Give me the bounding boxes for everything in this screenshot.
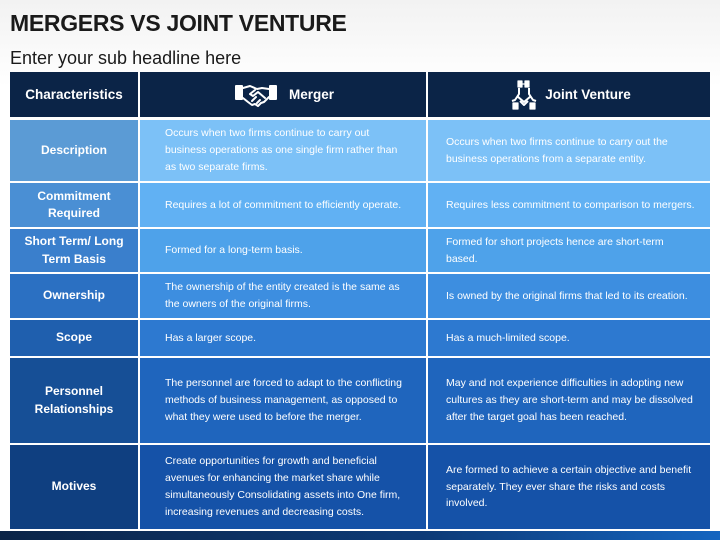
joint-venture-cell: Requires less commitment to comparison t… (428, 183, 710, 227)
joint-venture-icon (511, 79, 537, 110)
merger-cell: Formed for a long-term basis. (140, 229, 426, 272)
table-row: Personnel Relationships The personnel ar… (10, 358, 710, 443)
row-label: Ownership (10, 274, 138, 318)
row-label: Commitment Required (10, 183, 138, 227)
merger-cell: The ownership of the entity created is t… (140, 274, 426, 318)
joint-venture-cell: Has a much-limited scope. (428, 320, 710, 356)
table-row: Motives Create opportunities for growth … (10, 445, 710, 529)
slide-subtitle: Enter your sub headline here (10, 48, 242, 68)
row-label: Short Term/ Long Term Basis (10, 229, 138, 272)
comparison-table: Characteristics Merger (10, 72, 710, 531)
row-label: Motives (10, 445, 138, 529)
header-joint-venture: Joint Venture (428, 72, 710, 117)
joint-venture-cell: Formed for short projects hence are shor… (428, 229, 710, 272)
merger-cell: Occurs when two firms continue to carry … (140, 120, 426, 181)
merger-cell: Has a larger scope. (140, 320, 426, 356)
table-row: Commitment Required Requires a lot of co… (10, 183, 710, 227)
header-merger-label: Merger (288, 86, 334, 102)
row-label: Description (10, 120, 138, 181)
header-joint-venture-label: Joint Venture (545, 86, 631, 102)
joint-venture-cell: Is owned by the original firms that led … (428, 274, 710, 318)
table-row: Scope Has a larger scope. Has a much-lim… (10, 320, 710, 356)
merger-cell: Create opportunities for growth and bene… (140, 445, 426, 529)
table-row: Short Term/ Long Term Basis Formed for a… (10, 229, 710, 272)
joint-venture-cell: May and not experience difficulties in a… (428, 358, 710, 443)
joint-venture-cell: Occurs when two firms continue to carry … (428, 120, 710, 181)
handshake-icon (234, 81, 277, 109)
merger-cell: The personnel are forced to adapt to the… (140, 358, 426, 443)
table-row: Ownership The ownership of the entity cr… (10, 274, 710, 318)
slide-title: MERGERS VS JOINT VENTURE (10, 10, 347, 36)
header-characteristics: Characteristics (10, 72, 138, 117)
table-header-row: Characteristics Merger (10, 72, 710, 117)
header-merger: Merger (140, 72, 426, 117)
row-label: Personnel Relationships (10, 358, 138, 443)
bottom-accent-bar (0, 531, 720, 540)
row-label: Scope (10, 320, 138, 356)
joint-venture-cell: Are formed to achieve a certain objectiv… (428, 445, 710, 529)
merger-cell: Requires a lot of commitment to efficien… (140, 183, 426, 227)
table-row: Description Occurs when two firms contin… (10, 120, 710, 181)
